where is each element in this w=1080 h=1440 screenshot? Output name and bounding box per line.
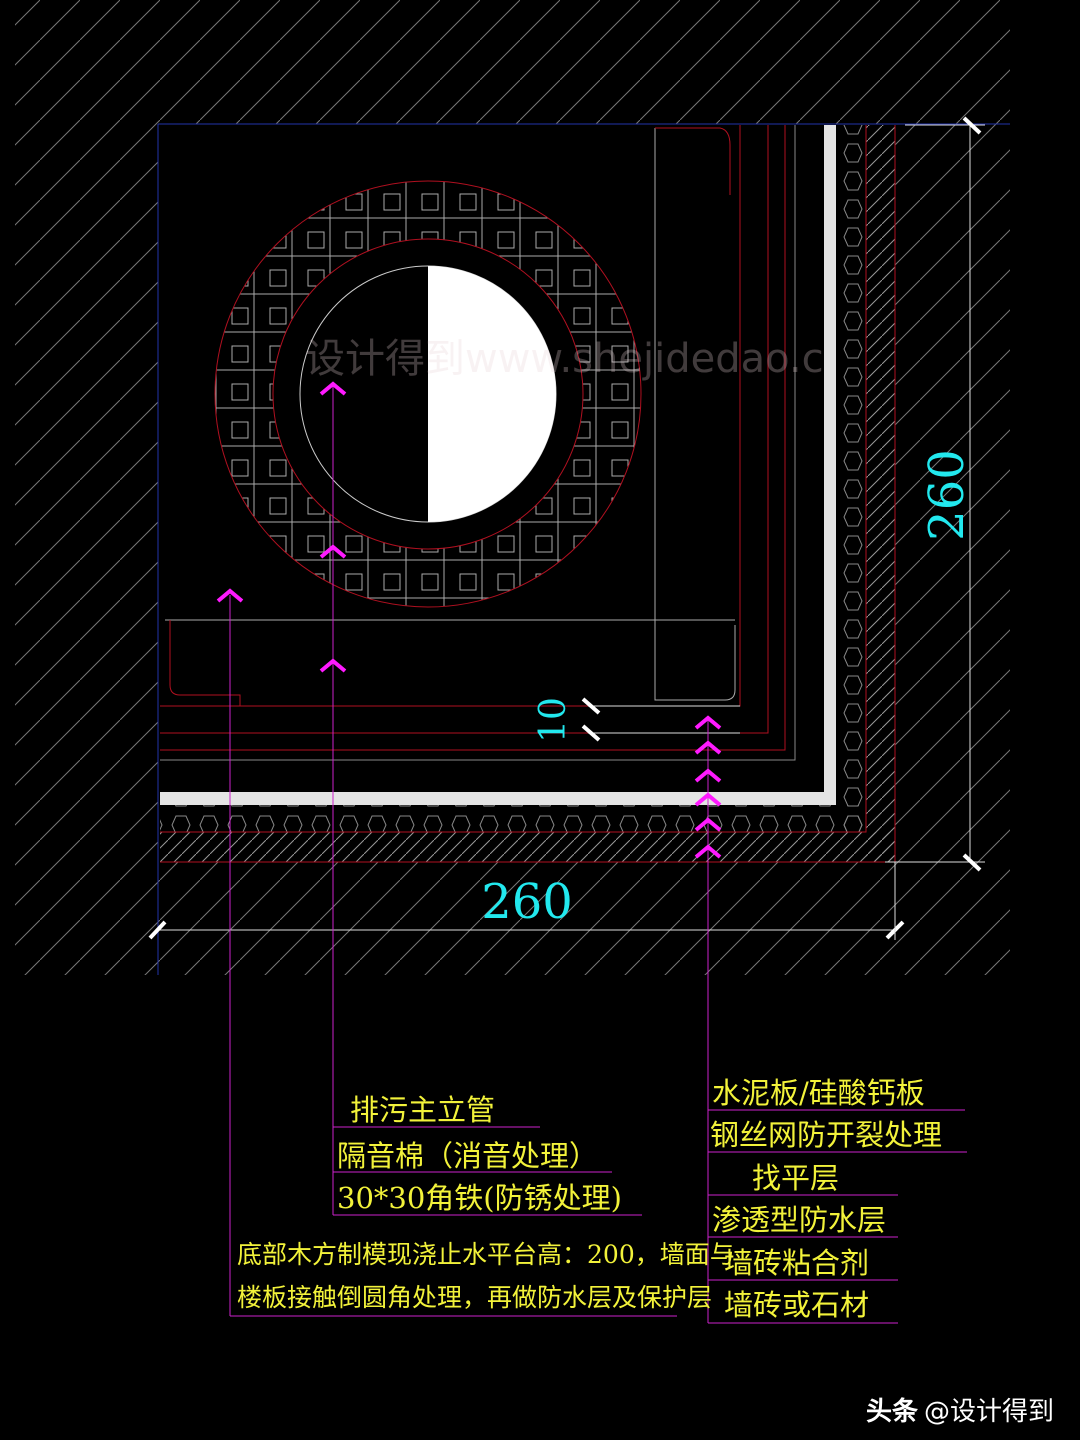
label-cement-board: 水泥板/硅酸钙板: [712, 1076, 925, 1110]
note-line-2: 楼板接触倒圆角处理，再做防水层及保护层: [237, 1283, 712, 1312]
label-waterproof-layer: 渗透型防水层: [712, 1203, 886, 1237]
source-credit: 头条@设计得到: [866, 1391, 1054, 1428]
watermark: 设计得到www.shejidedao.c: [305, 336, 824, 382]
label-drain-pipe: 排污主立管: [350, 1093, 495, 1127]
dimension-lines: [148, 116, 985, 940]
gap-dimension: 10: [533, 697, 574, 743]
label-tile-adhesive: 墙砖粘合剂: [724, 1246, 869, 1280]
width-dimension: 260: [481, 874, 573, 930]
label-wire-mesh: 钢丝网防开裂处理: [710, 1118, 942, 1152]
note-line-1: 底部木方制模现浇止水平台高：200，墙面与: [237, 1240, 735, 1269]
label-leveling-layer: 找平层: [752, 1161, 839, 1195]
credit-account: @设计得到: [923, 1397, 1054, 1427]
credit-platform: 头条: [865, 1397, 918, 1427]
enclosure-layers: [157, 123, 1010, 975]
leader-arrows: [216, 381, 722, 859]
drain-pipe-assembly: [214, 180, 642, 608]
label-angle-iron: 30*30角铁(防锈处理): [337, 1181, 622, 1215]
height-dimension: 260: [919, 449, 975, 541]
label-sound-insulation: 隔音棉（消音处理）: [337, 1139, 598, 1173]
label-tile-stone: 墙砖或石材: [724, 1288, 869, 1322]
